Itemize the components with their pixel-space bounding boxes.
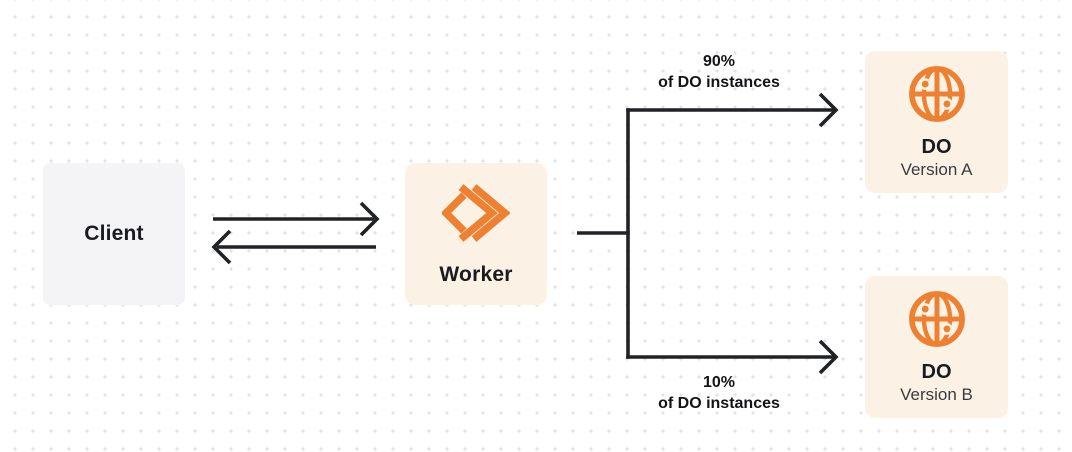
edge-label-90-percent: 90% of DO instances — [604, 51, 834, 93]
edge-client-to-worker — [213, 201, 380, 237]
do-a-title: DO — [921, 136, 952, 158]
durable-object-globe-icon — [906, 63, 968, 125]
durable-object-globe-icon — [906, 288, 968, 350]
do-b-title: DO — [921, 361, 952, 383]
edge-to-do-version-b — [626, 339, 839, 375]
node-client: Client — [43, 163, 185, 305]
edge-label-10-percent: 10% of DO instances — [604, 372, 834, 414]
node-do-version-a: DO Version A — [865, 51, 1008, 193]
do-a-subtitle: Version A — [900, 160, 973, 179]
edge-split-trunk — [577, 108, 630, 359]
worker-label: Worker — [439, 263, 513, 286]
edge-label-90-line2: of DO instances — [658, 74, 780, 91]
edge-label-10-line2: of DO instances — [658, 395, 780, 412]
edge-label-10-line1: 10% — [702, 374, 736, 391]
do-b-subtitle: Version B — [900, 385, 973, 404]
edge-label-90-line1: 90% — [702, 53, 736, 70]
workers-icon — [442, 183, 510, 243]
edge-to-do-version-a — [626, 92, 839, 128]
node-worker: Worker — [405, 163, 547, 305]
client-label: Client — [84, 222, 144, 245]
edge-worker-to-client — [211, 229, 376, 265]
node-do-version-b: DO Version B — [865, 276, 1008, 418]
